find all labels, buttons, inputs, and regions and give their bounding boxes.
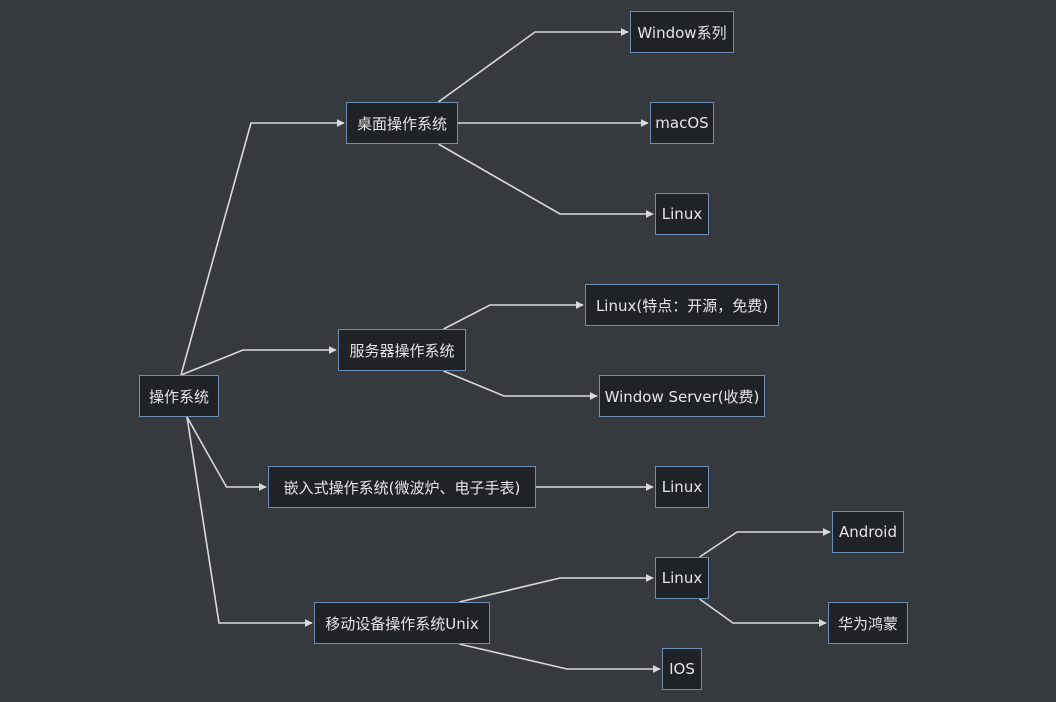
node-mobile-linux[interactable]: Linux: [655, 557, 709, 599]
edge-server-winserver: [443, 370, 598, 400]
edge-desktop-windows: [437, 28, 629, 103]
node-server-linux[interactable]: Linux(特点：开源，免费): [585, 284, 779, 326]
edge-root-mobile: [186, 416, 313, 627]
node-windows-series[interactable]: Window系列: [630, 11, 734, 53]
node-ios[interactable]: IOS: [662, 648, 702, 690]
edge-linux-android: [699, 528, 831, 558]
edge-mobile-linux: [459, 574, 654, 603]
node-window-server[interactable]: Window Server(收费): [599, 375, 765, 417]
node-mobile-os[interactable]: 移动设备操作系统Unix: [314, 602, 490, 644]
edge-mobile-ios: [459, 643, 661, 673]
node-harmonyos[interactable]: 华为鸿蒙: [828, 602, 908, 644]
node-embedded-os[interactable]: 嵌入式操作系统(微波炉、电子手表): [268, 466, 536, 508]
node-embedded-linux[interactable]: Linux: [655, 466, 709, 508]
node-desktop-linux[interactable]: Linux: [655, 193, 709, 235]
edge-desktop-linux: [438, 143, 654, 218]
edge-root-desktop: [180, 119, 345, 376]
edge-linux-harmony: [699, 598, 827, 627]
edge-server-linux: [443, 301, 584, 330]
node-desktop-os[interactable]: 桌面操作系统: [346, 102, 458, 144]
edge-root-embedded: [186, 416, 267, 491]
edge-root-server: [180, 346, 337, 376]
root-node[interactable]: 操作系统: [139, 375, 219, 417]
node-macos[interactable]: macOS: [650, 102, 714, 144]
node-server-os[interactable]: 服务器操作系统: [338, 329, 466, 371]
node-android[interactable]: Android: [832, 511, 904, 553]
